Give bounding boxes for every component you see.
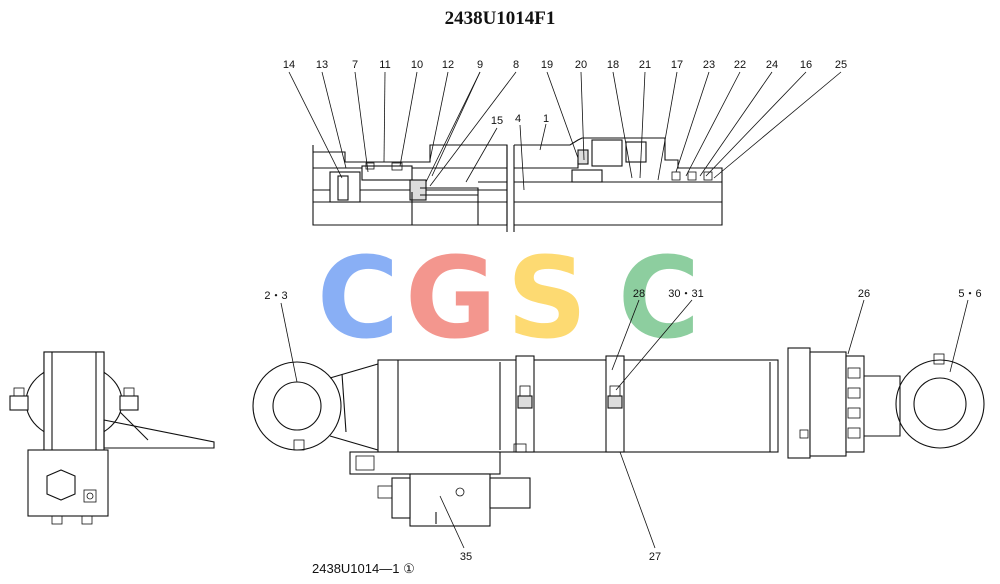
watermark-letter-g: G (405, 234, 497, 364)
callout-1: 1 (543, 113, 549, 125)
watermark-letter-c1: C (317, 234, 399, 364)
callout-24: 24 (766, 59, 778, 71)
section-callouts: 14 13 7 11 10 12 9 8 19 20 18 21 17 23 2… (283, 59, 847, 127)
watermark: C G S C (317, 234, 700, 364)
callout-14: 14 (283, 59, 295, 71)
callout-27: 27 (649, 551, 661, 563)
callout-17: 17 (671, 59, 683, 71)
callout-16: 16 (800, 59, 812, 71)
callout-7: 7 (352, 59, 358, 71)
assembly-callouts: 2・3 28 30・31 26 5・6 35 27 (264, 288, 981, 563)
callout-19: 19 (541, 59, 553, 71)
callout-23: 23 (703, 59, 715, 71)
callout-35: 35 (460, 551, 472, 563)
callout-8: 8 (513, 59, 519, 71)
watermark-letter-c2: C (618, 234, 700, 364)
callout-22: 22 (734, 59, 746, 71)
footer-drawing-code: 2438U1014—1 ① (312, 561, 415, 576)
callout-18: 18 (607, 59, 619, 71)
section-leader-lines (288, 71, 842, 191)
cylinder-assembly (252, 347, 985, 527)
watermark-letter-s: S (507, 234, 588, 364)
callout-13: 13 (316, 59, 328, 71)
callout-15: 15 (491, 115, 503, 127)
callout-21: 21 (639, 59, 651, 71)
callout-26: 26 (858, 288, 870, 300)
assembly-leader-lines (280, 299, 969, 549)
callout-28: 28 (633, 288, 645, 300)
callout-25: 25 (835, 59, 847, 71)
callout-4: 4 (515, 113, 521, 125)
callout-5-6: 5・6 (958, 288, 981, 300)
callout-30-31: 30・31 (668, 288, 703, 300)
callout-12: 12 (442, 59, 454, 71)
callout-20: 20 (575, 59, 587, 71)
callout-9: 9 (477, 59, 483, 71)
end-view (9, 351, 215, 525)
cylinder-section-view (312, 137, 723, 232)
callout-11: 11 (379, 59, 390, 71)
callout-2-3: 2・3 (264, 290, 287, 302)
diagram-title: 2438U1014F1 (445, 8, 556, 29)
callout-10: 10 (411, 59, 423, 71)
